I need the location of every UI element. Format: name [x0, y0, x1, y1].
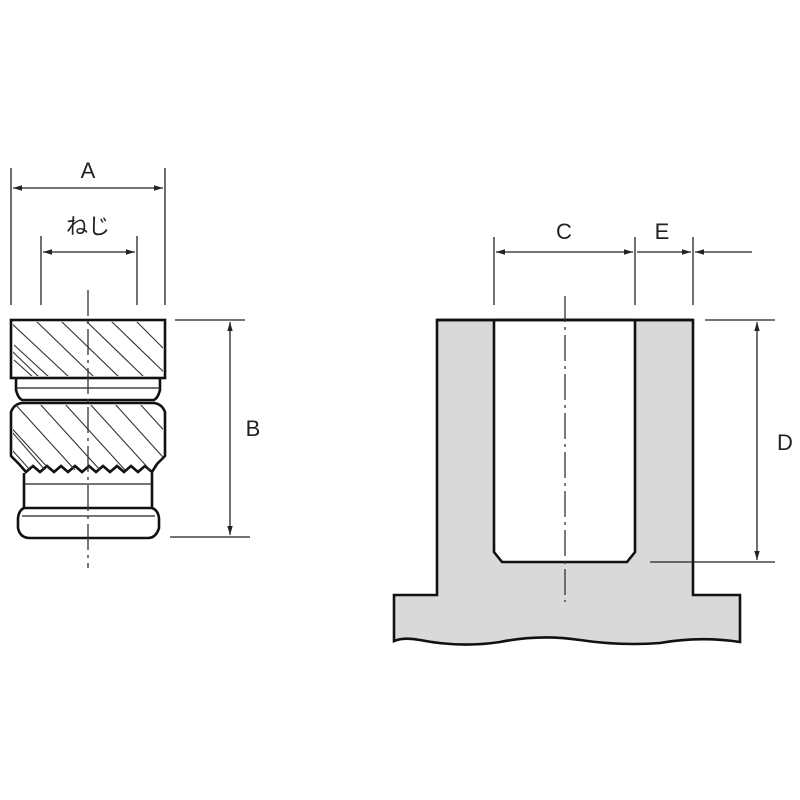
- label-c: C: [556, 219, 572, 244]
- section-view: C E D: [392, 219, 793, 646]
- insert-view: A ねじ: [9, 158, 261, 568]
- dimension-c: C: [493, 219, 636, 305]
- insert-pilot-sides: [22, 473, 154, 508]
- label-e: E: [655, 219, 670, 244]
- lower-knurl-band: [9, 401, 167, 474]
- label-d: D: [777, 430, 793, 455]
- label-a: A: [81, 158, 96, 183]
- dimension-d: D: [650, 319, 793, 563]
- dimension-thread: ねじ: [40, 214, 138, 305]
- lower-knurl-hatch: [13, 405, 163, 470]
- dimension-e: E: [637, 219, 752, 305]
- label-b: B: [246, 416, 261, 441]
- insert-bottom-flange: [16, 506, 161, 540]
- label-thread: ねじ: [66, 214, 110, 239]
- insert-body: [9, 318, 167, 540]
- dimension-a: A: [10, 158, 166, 305]
- dimension-b: B: [170, 319, 261, 538]
- upper-knurl-hatch: [13, 322, 163, 376]
